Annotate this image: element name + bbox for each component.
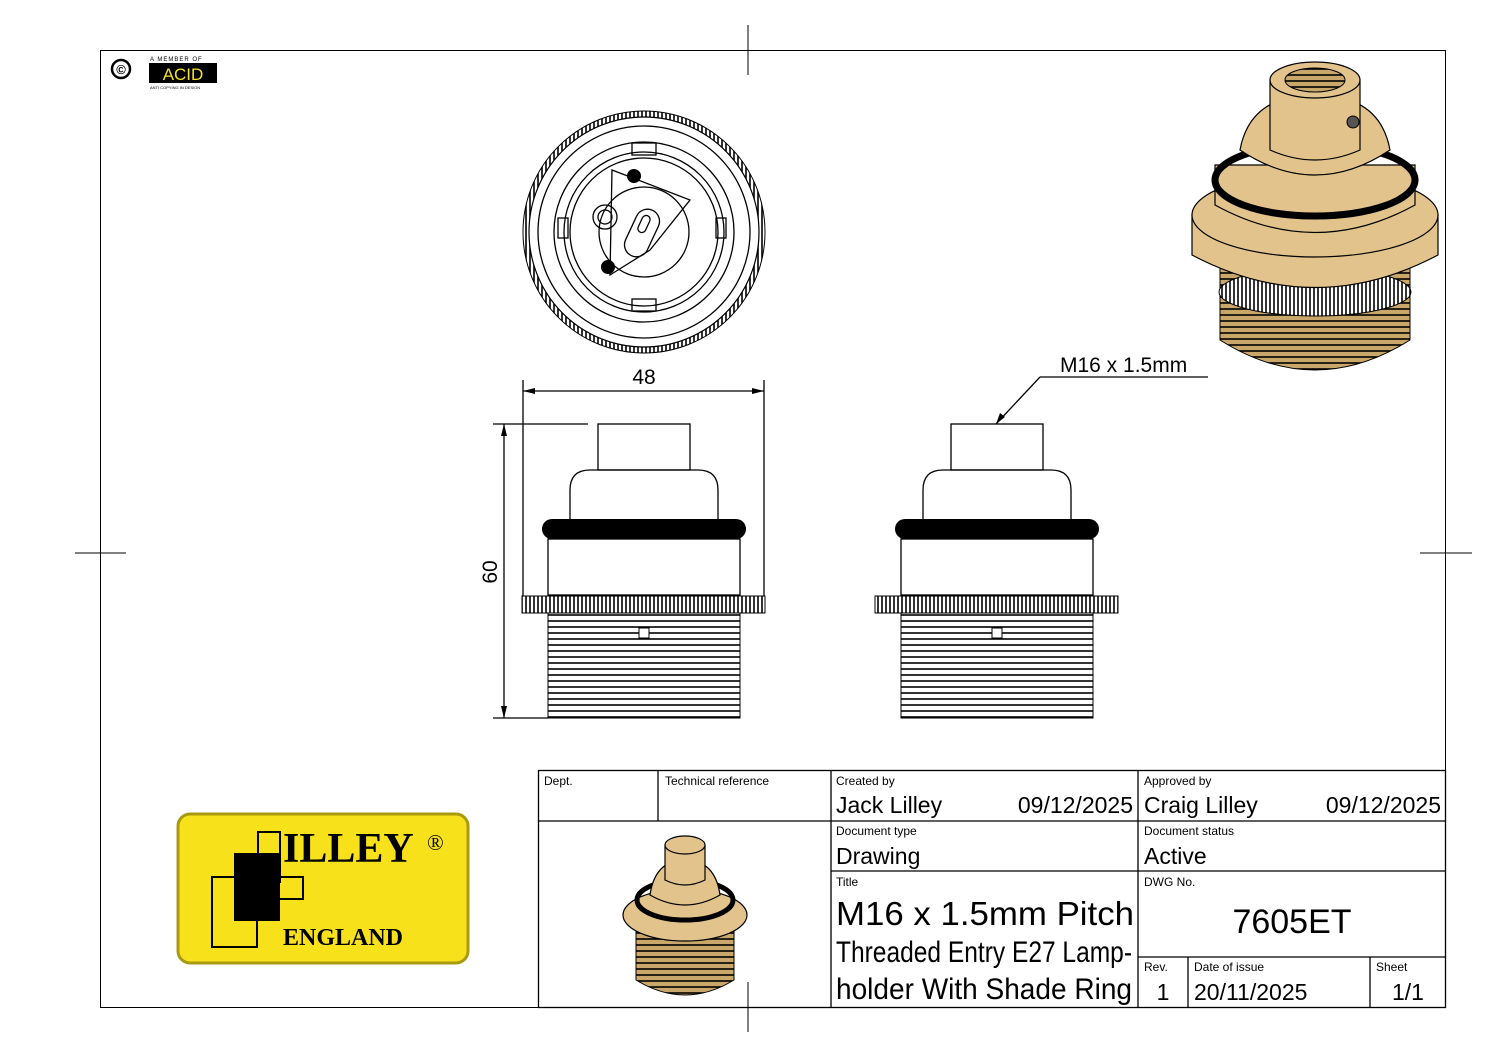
revision: 1 [1157,979,1170,1005]
dimensions-thread: M16 x 1.5mm [1060,354,1187,377]
top-view [522,110,766,354]
title-block-dwg-no-label: DWG No. [1144,875,1195,889]
logos-acid-top: A MEMBER OF [150,57,203,63]
title-block-title-label: Title [836,875,859,889]
dimension-60: 60 [479,423,588,719]
side-view-left [521,423,766,719]
title-block-approved-by-label: Approved by [1144,774,1211,788]
sheet-number: 1/1 [1392,979,1424,1005]
title-block-thumbnail [622,835,748,996]
dimension-48: 48 [522,366,765,598]
logos-copyright-symbol: © [116,62,126,77]
date-of-issue: 20/11/2025 [1194,979,1307,1005]
copyright-icon: © [110,58,132,80]
dimensions-width: 48 [632,366,655,389]
side-view-right [874,423,1119,719]
approved-date: 09/12/2025 [1326,792,1441,818]
title-block-dept-label: Dept. [544,774,573,788]
dimensions-height: 60 [479,560,502,583]
logos-brand-mark: ® [427,830,444,855]
center-marks [75,25,1472,1032]
logos-brand-country: ENGLAND [283,925,403,951]
acid-logo: A MEMBER OF ACID ANTI COPYING IN DESIGN [149,57,217,90]
title-block-sheet-label: Sheet [1376,960,1408,974]
dimension-thread: M16 x 1.5mm [995,354,1208,425]
lilley-england-logo: ILLEY ® ENGLAND [176,812,470,965]
document-type: Drawing [836,843,920,869]
title-block-created-by-label: Created by [836,774,895,788]
document-status: Active [1144,843,1207,869]
isometric-render [1191,61,1439,371]
title-line-3: holder With Shade Ring [836,973,1132,1006]
created-by: Jack Lilley [836,792,943,818]
logos-brand-name: ILLEY [283,826,414,872]
title-block-date-of-issue-label: Date of issue [1194,960,1264,974]
title-block-rev-label: Rev. [1144,960,1168,974]
title-block-doc-status-label: Document status [1144,824,1234,838]
title-block-tech-ref-label: Technical reference [665,774,769,788]
title-line-1: M16 x 1.5mm Pitch [836,895,1134,932]
title-line-2: Threaded Entry E27 Lamp- [836,936,1132,969]
logos-acid-bottom: ANTI COPYING IN DESIGN [150,85,200,90]
drawing-number: 7605ET [1232,903,1351,941]
title-block-doc-type-label: Document type [836,824,917,838]
created-date: 09/12/2025 [1018,792,1133,818]
title-block [537,769,1447,1009]
logos-acid-main: ACID [163,65,204,84]
approved-by: Craig Lilley [1144,792,1258,818]
